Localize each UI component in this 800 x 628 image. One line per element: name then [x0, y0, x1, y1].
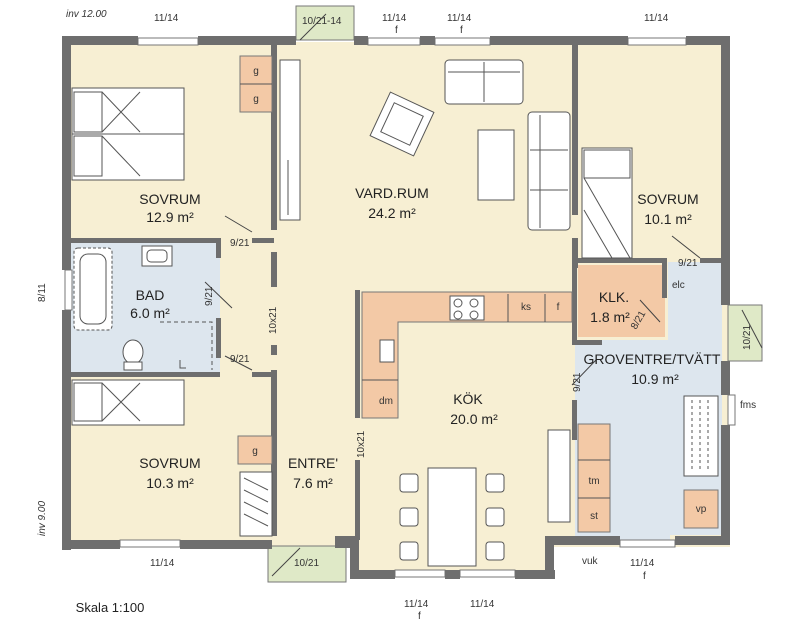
dim-top-f-2: f — [460, 25, 463, 36]
dim-opening-kitchen: 10x21 — [356, 430, 367, 458]
room-area-sovrum-3: 10.3 m² — [146, 475, 194, 491]
room-area-bad: 6.0 m² — [130, 305, 170, 321]
dim-right-door: 10/21 — [742, 325, 753, 350]
inv-side-label: inv 9.00 — [37, 501, 48, 536]
label-vp: vp — [696, 504, 707, 515]
room-name-sovrum-3: SOVRUM — [139, 455, 200, 471]
label-st: st — [590, 511, 598, 522]
window-top-1 — [137, 37, 199, 46]
room-area-entre: 7.6 m² — [293, 475, 333, 491]
floor-closet — [578, 265, 665, 337]
room-name-bad: BAD — [136, 287, 165, 303]
room-labels: SOVRUM 12.9 m² VARD.RUM 24.2 m² SOVRUM 1… — [130, 185, 721, 491]
label-fms: fms — [740, 400, 756, 411]
dim-opening-hall: 10x21 — [268, 306, 279, 334]
dim-door-bedroom-2: 9/21 — [678, 258, 698, 269]
window-left — [64, 269, 73, 311]
interior-walls — [66, 45, 725, 540]
dim-bottom-door: 10/21 — [294, 558, 319, 569]
room-name-vardrum: VARD.RUM — [355, 185, 429, 201]
label-f-kitchen: f — [557, 302, 560, 313]
dim-door-bath: 9/21 — [204, 286, 215, 306]
room-area-sovrum-2: 10.1 m² — [644, 211, 692, 227]
room-area-sovrum-1: 12.9 m² — [146, 209, 194, 225]
window-bottom-1 — [119, 539, 181, 548]
dim-bottom-f-1: f — [418, 611, 421, 622]
label-g-1: g — [253, 66, 259, 77]
window-bottom-4 — [619, 539, 676, 548]
window-bottom-door — [267, 545, 347, 583]
label-elc: elc — [672, 280, 685, 291]
dim-bottom-3: 11/14 — [470, 599, 495, 610]
window-right — [727, 394, 736, 426]
room-area-klk: 1.8 m² — [590, 309, 630, 325]
window-bottom-3 — [459, 569, 516, 578]
furniture: g g ks f — [71, 55, 719, 567]
dim-left: 8/11 — [37, 283, 48, 302]
room-area-groventre: 10.9 m² — [631, 371, 679, 387]
label-ks: ks — [521, 302, 531, 313]
dim-top-f-1: f — [395, 25, 398, 36]
scale-label: Skala 1:100 — [76, 600, 145, 615]
dim-bottom-2: 11/14 — [404, 599, 429, 610]
room-name-sovrum-2: SOVRUM — [637, 191, 698, 207]
dim-top-door: 10/21-14 — [302, 16, 342, 27]
label-tm: tm — [588, 476, 599, 487]
dim-bottom-4: 11/14 — [630, 558, 655, 569]
room-name-kok: KÖK — [453, 390, 483, 407]
label-g-2: g — [253, 94, 259, 105]
dim-bottom-1: 11/14 — [150, 558, 175, 569]
window-top-3 — [434, 37, 491, 46]
dim-bottom-f-2: f — [643, 571, 646, 582]
dim-door-bedroom-3: 9/21 — [230, 354, 250, 365]
bed-double — [71, 87, 185, 181]
exterior-walls — [62, 36, 730, 579]
dim-top-4: 11/14 — [644, 13, 669, 24]
dim-door-bedroom-1: 9/21 — [230, 238, 250, 249]
label-dm: dm — [379, 396, 393, 407]
dim-top-2: 11/14 — [382, 13, 407, 24]
floor-entrance-step — [275, 540, 355, 548]
window-top-4 — [627, 37, 687, 46]
dim-top-3: 11/14 — [447, 13, 472, 24]
windows — [64, 5, 763, 583]
window-right-door — [727, 304, 763, 362]
label-g-3: g — [252, 446, 258, 457]
label-vuk: vuk — [582, 556, 599, 567]
dim-door-laundry: 9/21 — [572, 372, 583, 392]
annotations: inv 12.00 11/14 10/21-14 11/14 11/14 11/… — [37, 9, 756, 622]
inv-top-label: inv 12.00 — [66, 9, 107, 20]
room-name-sovrum-1: SOVRUM — [139, 191, 200, 207]
room-name-groventre: GROVENTRE/TVÄTT — [584, 351, 721, 367]
room-name-entre: ENTRE' — [288, 455, 338, 471]
door-swings — [204, 13, 763, 577]
window-bottom-2 — [394, 569, 446, 578]
room-name-klk: KLK. — [599, 289, 629, 305]
window-top-2 — [367, 37, 421, 46]
room-area-kok: 20.0 m² — [450, 411, 498, 427]
dim-top-1: 11/14 — [154, 13, 179, 24]
room-area-vardrum: 24.2 m² — [368, 205, 416, 221]
